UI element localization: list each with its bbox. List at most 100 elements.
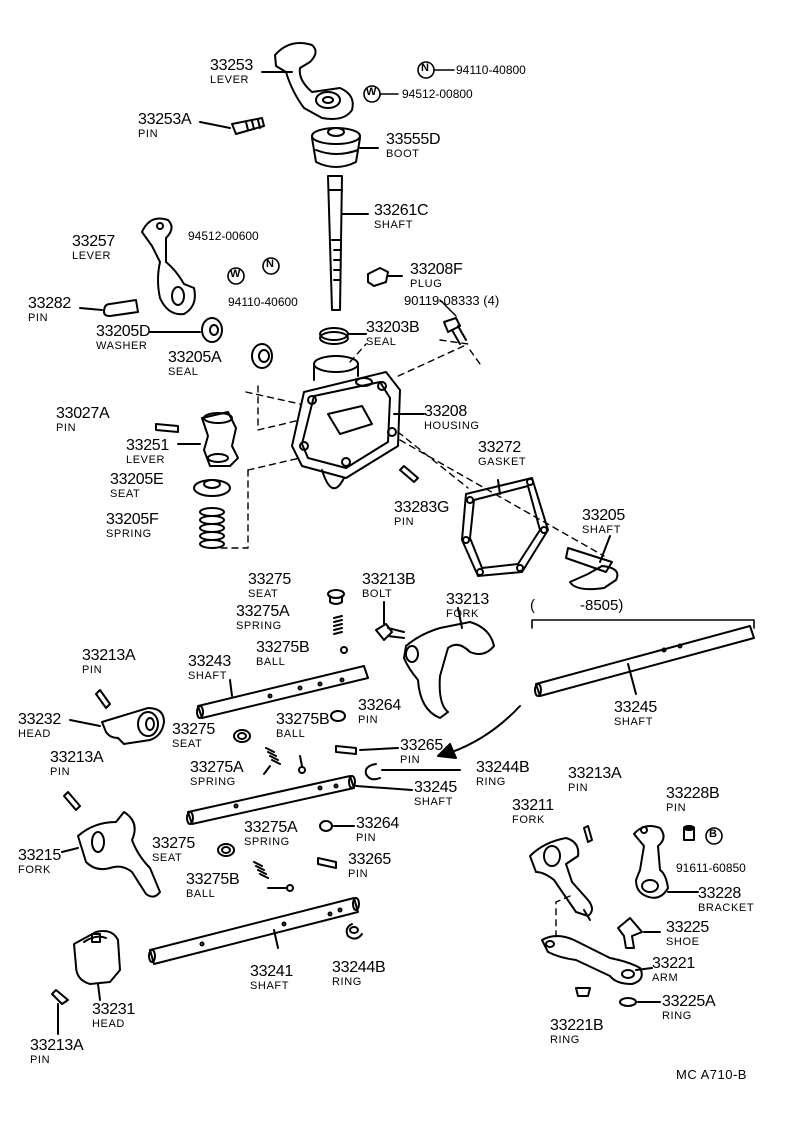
- spring-33275A-lower-drawing: [253, 861, 269, 879]
- part-label-33275A-upper: 33275A SPRING: [236, 603, 290, 632]
- part-number: 33215: [18, 847, 61, 864]
- part-number: 33205F: [106, 511, 159, 528]
- part-number: 33253: [210, 57, 253, 74]
- part-name: RING: [476, 776, 506, 788]
- assembly-arrow: [437, 705, 521, 759]
- fork-33211-drawing: [529, 837, 593, 921]
- fork-33213-drawing: [403, 621, 495, 719]
- part-label-33244B-lower: 33244B RING: [332, 960, 386, 988]
- part-name: RING: [550, 1034, 580, 1046]
- part-number: 33244B: [476, 759, 530, 776]
- std-symbol-b: B: [709, 828, 717, 840]
- part-label-33205D: 33205D WASHER: [96, 323, 151, 352]
- bolt-90119-drawing: [443, 317, 467, 345]
- range-open-paren: (: [530, 597, 535, 614]
- part-name: SEAL: [366, 336, 397, 348]
- part-label-33213A-left: 33213A PIN: [50, 750, 104, 778]
- part-label-33272: 33272 GASKET: [478, 440, 526, 468]
- part-label-33253A: 33253A PIN: [138, 111, 192, 140]
- pin-33213A-left-drawing: [63, 791, 81, 811]
- part-number: 33208: [424, 403, 467, 420]
- lever-33253-drawing: [274, 42, 354, 120]
- bolt-note: 90119-08333 (4): [404, 293, 500, 308]
- part-label-33208F: 33208F PLUG: [410, 262, 463, 290]
- part-label-33261C: 33261C SHAFT: [374, 203, 429, 231]
- part-number: 33221B: [550, 1017, 604, 1034]
- ring-33244B-mid-drawing: [364, 763, 381, 781]
- part-label-33241: 33241 SHAFT: [250, 964, 293, 992]
- part-number: 33253A: [138, 111, 192, 128]
- part-label-33245-mid: 33245 SHAFT: [414, 780, 457, 808]
- part-name: FORK: [512, 814, 545, 826]
- part-name: PIN: [30, 1054, 51, 1066]
- part-label-33208: 33208 HOUSING: [424, 404, 480, 432]
- part-name: PIN: [394, 516, 415, 528]
- std-symbol-w-top: W: [366, 86, 377, 98]
- part-name: WASHER: [96, 340, 148, 352]
- part-number: 33211: [512, 797, 554, 814]
- part-name: SHAFT: [614, 716, 654, 728]
- part-name: BRACKET: [698, 902, 755, 914]
- part-label-33221B: 33221B RING: [550, 1017, 604, 1046]
- pin-33228B-drawing: [683, 825, 695, 841]
- part-name: PIN: [666, 802, 687, 814]
- part-label-33213B: 33213B BOLT: [362, 572, 416, 600]
- part-label-33211: 33211 FORK: [512, 798, 554, 826]
- part-label-33027A: 33027A PIN: [56, 406, 110, 434]
- boot-33555D-drawing: [311, 127, 361, 168]
- pin-33265-upper-drawing: [335, 745, 357, 755]
- spring-33205F-drawing: [199, 507, 225, 549]
- part-name: LEVER: [210, 74, 250, 86]
- part-label-33283G: 33283G PIN: [394, 500, 449, 528]
- shaft-33245-mid-drawing: [186, 775, 356, 825]
- part-label-33231: 33231 HEAD: [92, 1002, 135, 1030]
- part-name: SEAT: [152, 852, 183, 864]
- shaft-33261C-drawing: [327, 175, 343, 311]
- part-number: 33231: [92, 1001, 135, 1018]
- part-number: 33232: [18, 711, 61, 728]
- head-33231-drawing: [73, 930, 121, 985]
- part-number: 33225A: [662, 993, 716, 1010]
- std-code-94110-40600: 94110-40600: [228, 295, 298, 309]
- bolt-33213B-drawing: [375, 623, 405, 641]
- part-name: BALL: [256, 656, 286, 668]
- ring-33244B-lower-drawing: [345, 923, 363, 940]
- assembly-guide-lines: [207, 339, 605, 557]
- part-label-33555D: 33555D BOOT: [386, 132, 441, 160]
- part-name: PIN: [82, 664, 103, 676]
- part-label-33282: 33282 PIN: [28, 296, 71, 324]
- pin-33213A-bottom-drawing: [51, 989, 69, 1005]
- part-number: 33251: [126, 437, 169, 454]
- part-number: 33275A: [236, 603, 290, 620]
- part-label-33275B-lower: 33275B BALL: [186, 872, 240, 900]
- ring-33221B-drawing: [575, 987, 591, 997]
- part-label-33265-upper: 33265 PIN: [400, 738, 443, 766]
- part-number: 33264: [356, 815, 399, 832]
- part-number: 33265: [348, 851, 391, 868]
- part-number: 33272: [478, 439, 521, 456]
- arm-33221-drawing: [541, 935, 643, 985]
- fork-33215-drawing: [77, 811, 161, 898]
- seat-33275-lower-drawing: [217, 843, 235, 857]
- pin-33265-lower-drawing: [317, 857, 337, 869]
- part-name: PIN: [28, 312, 49, 324]
- std-symbol-n-left: N: [266, 258, 274, 270]
- part-name: SPRING: [244, 836, 290, 848]
- range-value: -8505): [580, 597, 624, 614]
- plug-33208F-drawing: [367, 267, 389, 287]
- part-name: PIN: [348, 868, 369, 880]
- part-name: RING: [662, 1010, 692, 1022]
- std-code-91611-60850: 91611-60850: [676, 861, 746, 875]
- part-name: PIN: [50, 766, 71, 778]
- part-number: 33205A: [168, 349, 222, 366]
- part-name: SPRING: [106, 528, 152, 540]
- part-number: 33245: [414, 779, 457, 796]
- part-number: 33275: [172, 721, 215, 738]
- part-number: 33205D: [96, 323, 151, 340]
- gasket-33272-drawing: [461, 477, 549, 577]
- part-name: SPRING: [236, 620, 282, 632]
- spring-33275A-upper-drawing: [333, 615, 343, 635]
- part-label-33275A-mid: 33275A SPRING: [190, 760, 244, 788]
- part-label-33275-mid: 33275 SEAT: [172, 722, 215, 750]
